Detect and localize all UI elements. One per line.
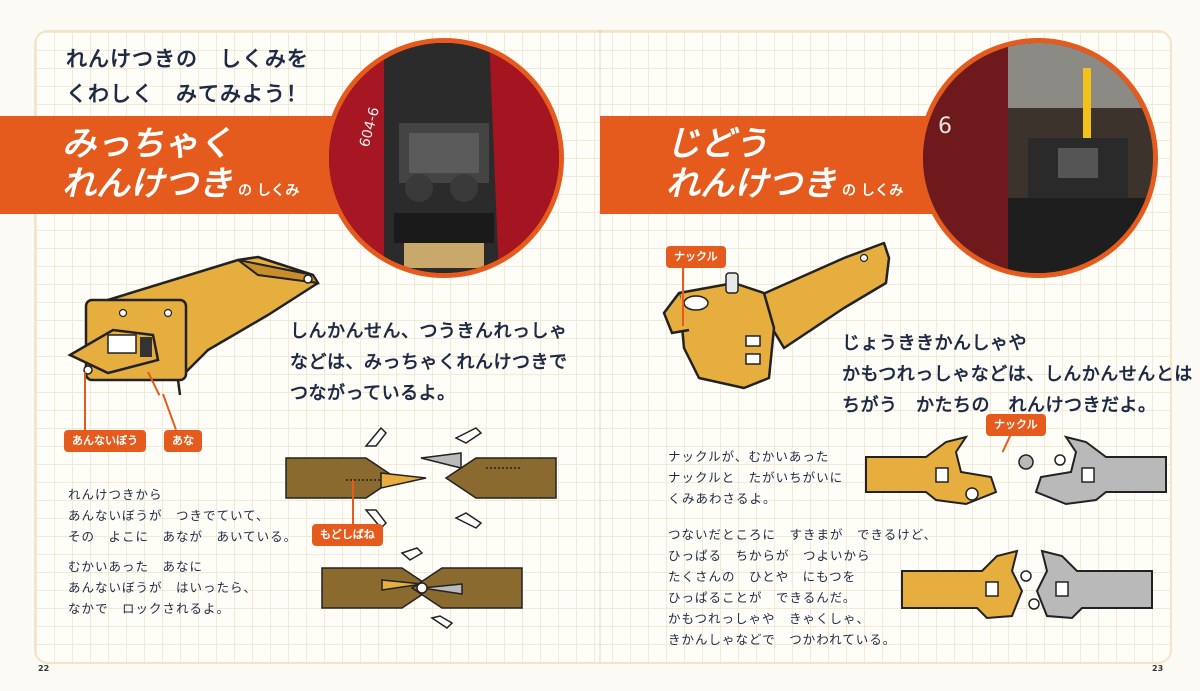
right-small-2-line-4: ひっぱることが できるんだ。 — [668, 590, 857, 605]
left-body-text: しんかんせん、つうきんれっしゃ などは、みっちゃくれんけつきで つながっているよ… — [290, 316, 568, 409]
label-guide-bar: あんないぼう — [64, 430, 146, 452]
title-right-line-2: れんけつきの しくみ — [666, 164, 903, 211]
right-body-text: じょうききかんしゃや かもつれっしゃなどは、しんかんせんとは ちがう かたちの … — [842, 328, 1193, 421]
automatic-coupler-illustration — [662, 241, 891, 390]
title-suffix: の しくみ — [238, 183, 300, 199]
knuckle-separated-diagram — [865, 435, 1167, 506]
right-small-text-2: つないだところに すきまが できるけど、 ひっぱる ちからが つよいから たくさ… — [668, 524, 937, 650]
right-small-1-line-1: ナックルが、むかいあった — [668, 449, 830, 464]
right-small-2-line-3: たくさんの ひとや にもつを — [668, 569, 857, 584]
title-line-2-text: れんけつき — [62, 164, 232, 204]
left-body-line-3: つながっているよ。 — [290, 383, 456, 404]
left-body-line-1: しんかんせん、つうきんれっしゃ — [290, 321, 568, 342]
tight-lock-separated-diagram — [285, 426, 557, 530]
title-band-automatic: じどう れんけつきの しくみ — [600, 116, 946, 214]
right-small-1-line-3: くみあわさるよ。 — [668, 491, 777, 506]
intro-heading: れんけつきの しくみを くわしく みてみよう！ — [66, 42, 326, 112]
leader-guide-bar — [84, 372, 86, 432]
intro-line-1: れんけつきの しくみを — [66, 47, 309, 71]
leader-knuckle-top — [682, 268, 684, 326]
intro-line-2: くわしく みてみよう！ — [66, 82, 308, 106]
title-right-line-2-text: れんけつき — [666, 164, 836, 204]
right-small-2-line-5: かもつれっしゃや きゃくしゃ、 — [668, 611, 871, 626]
right-body-line-1: じょうききかんしゃや — [842, 333, 1027, 354]
photo-tight-lock-coupler: 604-6 — [324, 38, 564, 278]
right-small-2-line-6: きかんしゃなどで つかわれている。 — [668, 632, 897, 647]
right-body-line-2: かもつれっしゃなどは、しんかんせんとは — [842, 364, 1193, 385]
label-knuckle-top: ナックル — [666, 246, 726, 268]
left-small-text-2: むかいあった あなに あんないぼうが はいったら、 なかで ロックされるよ。 — [68, 556, 257, 619]
leader-return-spring — [352, 480, 354, 524]
left-small-2-line-1: むかいあった あなに — [68, 559, 204, 574]
left-small-1-line-2: あんないぼうが つきでていて、 — [68, 508, 270, 523]
right-small-2-line-1: つないだところに すきまが できるけど、 — [668, 527, 938, 542]
tight-lock-coupler-illustration — [67, 255, 320, 396]
page-gutter — [599, 30, 601, 662]
title-right-suffix: の しくみ — [842, 183, 904, 199]
knuckle-connected-diagram — [901, 549, 1153, 620]
title-line-1: みっちゃく — [62, 124, 232, 164]
right-small-text-1: ナックルが、むかいあった ナックルと たがいちがいに くみあわさるよ。 — [668, 446, 843, 509]
left-small-2-line-3: なかで ロックされるよ。 — [68, 601, 231, 616]
label-hole: あな — [164, 430, 202, 452]
left-small-2-line-2: あんないぼうが はいったら、 — [68, 580, 258, 595]
photo-right-car-number: 6 — [938, 114, 952, 139]
title-band-tight-lock: みっちゃく れんけつきの しくみ — [0, 116, 346, 214]
page-number-left: 22 — [38, 664, 50, 673]
label-return-spring: もどしばね — [312, 524, 383, 546]
left-body-line-2: などは、みっちゃくれんけつきで — [290, 352, 568, 373]
left-small-text-1: れんけつきから あんないぼうが つきでていて、 その よこに あなが あいている… — [68, 484, 297, 547]
photo-automatic-coupler: 6 — [918, 38, 1158, 278]
title-right-line-1: じどう — [666, 124, 768, 164]
left-small-1-line-3: その よこに あなが あいている。 — [68, 529, 298, 544]
right-small-2-line-2: ひっぱる ちからが つよいから — [668, 548, 871, 563]
right-body-line-3: ちがう かたちの れんけつきだよ。 — [842, 395, 1157, 416]
page-number-right: 23 — [1152, 664, 1164, 673]
left-small-1-line-1: れんけつきから — [68, 487, 163, 502]
label-knuckle-diagram: ナックル — [986, 414, 1046, 436]
title-line-2: れんけつきの しくみ — [62, 164, 299, 211]
right-small-1-line-2: ナックルと たがいちがいに — [668, 470, 844, 485]
tight-lock-connected-diagram — [321, 547, 523, 629]
